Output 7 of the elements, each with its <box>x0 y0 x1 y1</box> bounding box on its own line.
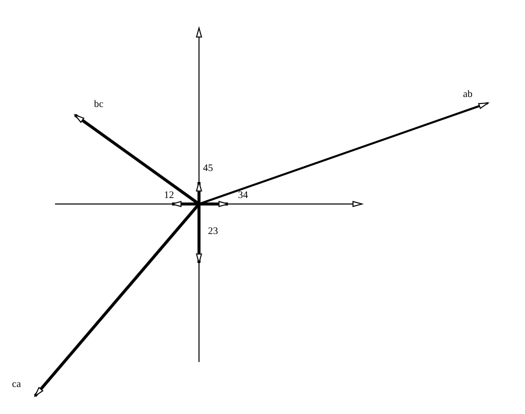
vector-label: 12 <box>164 190 174 201</box>
vector-label: 34 <box>238 190 248 201</box>
vector-label: 45 <box>203 163 213 174</box>
vector-label: 23 <box>208 226 218 237</box>
vector-label: ab <box>463 89 472 100</box>
vector-label: bc <box>94 99 104 110</box>
vector-label: ca <box>12 379 21 390</box>
